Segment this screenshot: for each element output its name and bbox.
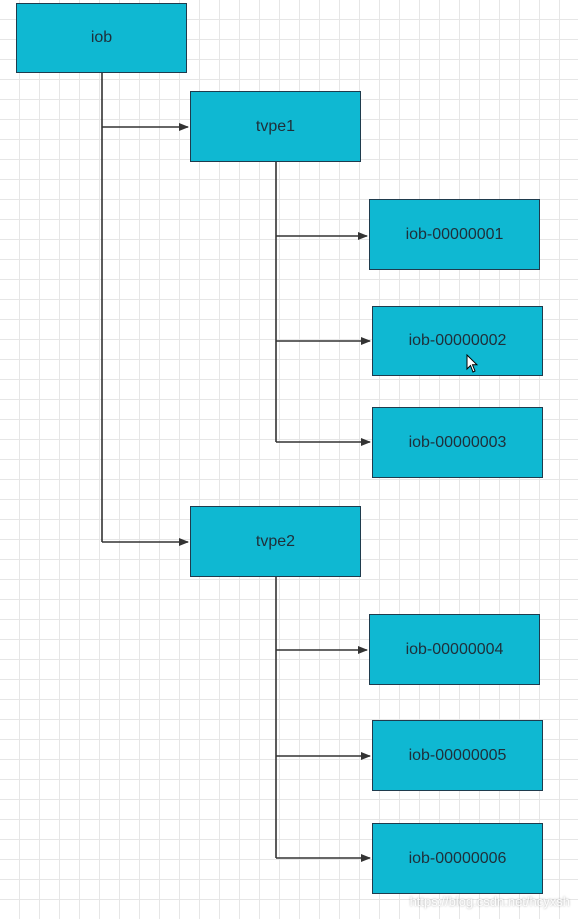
node-job-00000001-label: iob-00000001 bbox=[405, 225, 504, 243]
node-job-00000006: iob-00000006 bbox=[372, 823, 543, 894]
node-job-00000004-label: iob-00000004 bbox=[405, 640, 504, 658]
node-type2: tvpe2 bbox=[190, 506, 361, 577]
node-job-00000005-label: iob-00000005 bbox=[408, 746, 507, 764]
node-job-00000004: iob-00000004 bbox=[369, 614, 540, 685]
node-job-00000002-label: iob-00000002 bbox=[408, 332, 507, 349]
node-type1: tvpe1 bbox=[190, 91, 361, 162]
node-job-00000003: iob-00000003 bbox=[372, 407, 543, 478]
node-job-00000001: iob-00000001 bbox=[369, 199, 540, 270]
node-job-00000003-label: iob-00000003 bbox=[408, 433, 507, 451]
mouse-pointer-icon bbox=[466, 354, 478, 373]
node-root: iob bbox=[16, 3, 187, 73]
node-type2-label: tvpe2 bbox=[255, 532, 296, 550]
watermark-url: https://blog.csdn.net/hcyxsh bbox=[409, 894, 570, 909]
node-root-label: iob bbox=[90, 29, 113, 46]
node-job-00000002: iob-00000002 bbox=[372, 306, 543, 376]
node-job-00000006-label: iob-00000006 bbox=[408, 849, 507, 867]
node-job-00000005: iob-00000005 bbox=[372, 720, 543, 791]
node-type1-label: tvpe1 bbox=[255, 117, 296, 135]
